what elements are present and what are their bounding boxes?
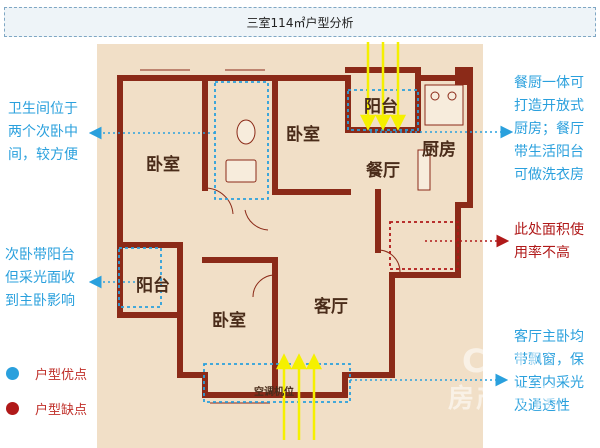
note-line: 打造开放式 <box>514 98 584 114</box>
room-bedroom-bottom: 卧室 <box>212 311 246 331</box>
note-living-room: 客厅主卧均 带飘窗，保 证室内采光 及通透性 <box>514 326 584 418</box>
kitchen-fixtures <box>417 84 464 191</box>
pro-arrows <box>88 125 514 387</box>
sunlight-arrows-bottom <box>275 353 323 440</box>
room-living: 客厅 <box>314 297 348 317</box>
doors <box>204 187 401 298</box>
bay-windows <box>140 69 270 404</box>
note-line: 带飘窗，保 <box>514 352 584 368</box>
room-bedroom-top: 卧室 <box>286 125 320 145</box>
room-kitchen: 厨房 <box>422 140 456 160</box>
page-title: 三室114㎡户型分析 <box>246 15 354 30</box>
bathroom-fixtures <box>225 119 257 183</box>
title-box: 三室114㎡户型分析 <box>4 7 596 37</box>
room-dining: 餐厅 <box>366 161 400 181</box>
note-line: 带生活阳台 <box>514 144 584 160</box>
note-line: 两个次卧中 <box>8 124 78 140</box>
room-balcony-left: 阳台 <box>136 276 170 296</box>
note-line: 餐厨一体可 <box>514 75 584 91</box>
legend-pro-label: 户型优点 <box>35 368 88 383</box>
watermark-top: CRIC <box>462 342 554 380</box>
note-line: 用率不高 <box>514 245 570 261</box>
legend-pro: 户型优点 <box>6 364 87 383</box>
note-line: 到主卧影响 <box>5 293 75 309</box>
pro-dot-icon <box>6 367 19 380</box>
note-kitchen: 餐厨一体可 打造开放式 厨房；餐厅 带生活阳台 可做洗衣房 <box>514 72 584 187</box>
room-bedroom-left: 卧室 <box>146 155 180 175</box>
note-line: 但采光面收 <box>5 270 75 286</box>
note-line: 间，较方便 <box>8 147 78 163</box>
room-ac-unit: 空调机位 <box>254 387 294 398</box>
note-line: 可做洗衣房 <box>514 167 584 183</box>
sunlight-arrows-top <box>359 42 407 131</box>
legend-con: 户型缺点 <box>6 399 87 418</box>
note-line: 厨房；餐厅 <box>514 121 584 137</box>
note-line: 客厅主卧均 <box>514 329 584 345</box>
note-line: 及通透性 <box>514 398 570 414</box>
note-bathroom: 卫生间位于 两个次卧中 间，较方便 <box>8 98 78 167</box>
watermark-bottom: 房产测评 <box>448 384 561 414</box>
note-secondary-balcony: 次卧带阳台 但采光面收 到主卧影响 <box>5 244 75 313</box>
con-dot-icon <box>6 402 19 415</box>
con-highlight-box <box>389 221 459 270</box>
note-line: 此处面积使 <box>514 222 584 238</box>
note-line: 证室内采光 <box>514 375 584 391</box>
note-line: 次卧带阳台 <box>5 247 75 263</box>
legend-con-label: 户型缺点 <box>35 403 88 418</box>
room-balcony-top: 阳台 <box>364 97 398 117</box>
note-line: 卫生间位于 <box>8 101 78 117</box>
note-low-utilization: 此处面积使 用率不高 <box>514 219 584 265</box>
